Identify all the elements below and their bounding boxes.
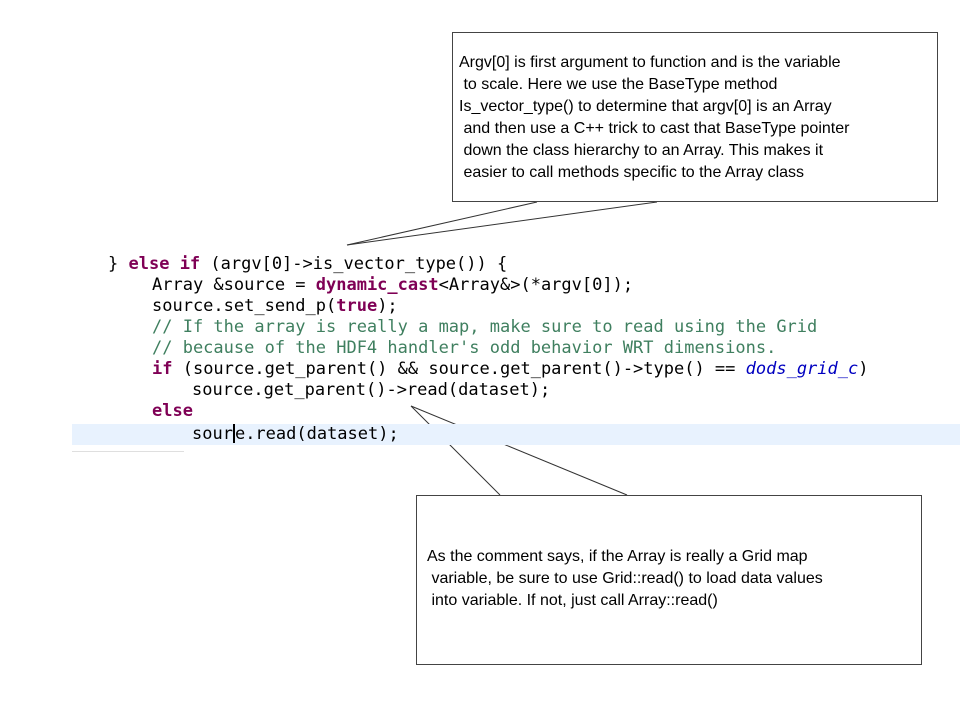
keyword-if: if	[179, 254, 201, 274]
keyword-else: else	[128, 254, 170, 274]
callout-text-line: down the class hierarchy to an Array. Th…	[459, 142, 824, 159]
code-line-8[interactable]: else	[72, 401, 960, 422]
callout-text-line: into variable. If not, just call Array::…	[427, 592, 718, 609]
callout-text-line: As the comment says, if the Array is rea…	[427, 548, 808, 565]
editor-divider	[72, 451, 184, 452]
keyword-dynamic-cast: dynamic_cast	[315, 275, 439, 295]
callout-text-line: Argv[0] is first argument to function an…	[459, 54, 841, 71]
space	[169, 254, 179, 274]
code-text: );	[377, 296, 398, 316]
callout-text-line: variable, be sure to use Grid::read() to…	[427, 570, 823, 587]
callout-text-line: to scale. Here we use the BaseType metho…	[459, 76, 778, 93]
code-line-5[interactable]: // because of the HDF4 handler's odd beh…	[72, 338, 960, 359]
code-text: (argv[0]->is_vector_type()) {	[200, 254, 508, 274]
callout-read-explanation: As the comment says, if the Array is rea…	[416, 495, 922, 665]
code-line-1[interactable]: } else if (argv[0]->is_vector_type()) {	[72, 254, 924, 275]
code-text: )	[858, 359, 869, 379]
top-callout-pointer-right	[346, 201, 658, 246]
closing-brace: }	[108, 254, 129, 274]
callout-argv-explanation: Argv[0] is first argument to function an…	[452, 32, 938, 202]
code-text: (source.get_parent() && source.get_paren…	[172, 359, 746, 379]
code-line-7[interactable]: source.get_parent()->read(dataset);	[72, 380, 960, 401]
code-text: Array &source =	[152, 275, 316, 295]
code-text: <Array&>(*argv[0]);	[438, 275, 634, 295]
callout-text-line: easier to call methods specific to the A…	[459, 164, 805, 181]
code-text: e.read(dataset);	[234, 424, 399, 444]
callout-text-line: and then use a C++ trick to cast that Ba…	[459, 120, 850, 137]
text-cursor	[232, 424, 235, 443]
code-text: sour	[192, 424, 233, 444]
callout-text-line: Is_vector_type() to determine that argv[…	[459, 98, 832, 115]
code-comment: // If the array is really a map, make su…	[152, 317, 818, 337]
code-line-6[interactable]: if (source.get_parent() && source.get_pa…	[72, 359, 960, 380]
code-editor[interactable]: } else if (argv[0]->is_vector_type()) { …	[72, 252, 960, 452]
enum-constant: dods_grid_c	[745, 359, 859, 379]
code-line-4[interactable]: // If the array is really a map, make su…	[72, 317, 960, 338]
code-line-2[interactable]: Array &source = dynamic_cast<Array&>(*ar…	[72, 275, 960, 296]
code-text: source.get_parent()->read(dataset);	[192, 380, 551, 400]
keyword-true: true	[336, 296, 378, 316]
code-line-3[interactable]: source.set_send_p(true);	[72, 296, 960, 317]
keyword-if: if	[152, 359, 173, 379]
code-comment: // because of the HDF4 handler's odd beh…	[152, 338, 777, 358]
top-callout-pointer-left	[346, 201, 538, 246]
keyword-else: else	[152, 401, 193, 421]
code-text: source.set_send_p(	[152, 296, 337, 316]
